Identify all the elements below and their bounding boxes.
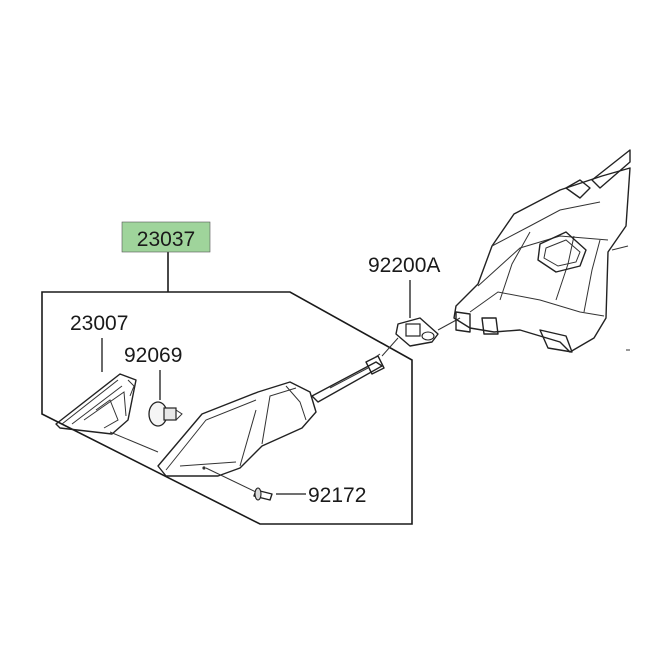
frame-bracket — [453, 149, 631, 353]
part-number-grommet[interactable]: 92200A — [368, 254, 440, 277]
screw-part — [205, 467, 273, 501]
bulb-part — [148, 401, 183, 427]
lens-part — [55, 373, 137, 435]
part-number-lens[interactable]: 23007 — [70, 312, 128, 335]
assembly-frame — [41, 252, 413, 525]
housing-part — [157, 353, 385, 477]
label-23037[interactable]: 23037 — [121, 221, 211, 253]
grommet-part — [381, 317, 461, 357]
part-number-screw[interactable]: 92172 — [308, 484, 366, 507]
part-number-bulb[interactable]: 92069 — [124, 344, 182, 367]
part-number-assembly: 23037 — [137, 228, 195, 251]
label-highlight — [121, 221, 211, 253]
axis-line-lens — [109, 431, 159, 453]
